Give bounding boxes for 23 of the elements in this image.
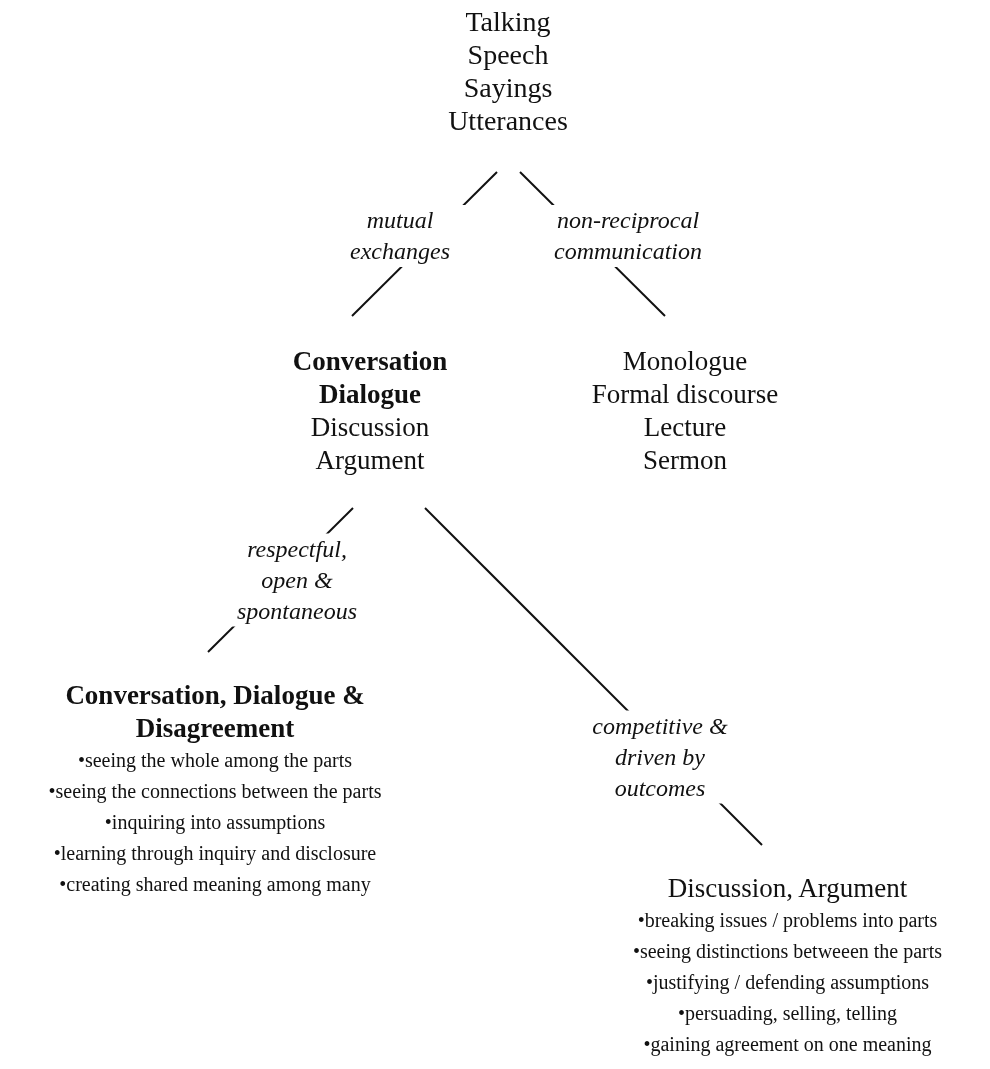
bullet-point: •seeing the whole among the parts [77, 748, 353, 774]
node-term: Talking [465, 5, 551, 38]
node-term: Speech [467, 38, 549, 71]
bullet-point: •learning through inquiry and disclosure [53, 841, 377, 867]
node-term: Discussion [310, 411, 430, 444]
bullet-point: •seeing distinctions betweeen the parts [632, 939, 943, 965]
bullet-point: •creating shared meaning among many [59, 872, 371, 898]
bullet-point: •inquiring into assumptions [104, 810, 326, 836]
bullet-point: •seeing the connections between the parts [48, 779, 382, 805]
node-term: Lecture [643, 411, 727, 444]
bullet-point: •justifying / defending assumptions [645, 970, 930, 996]
node-term: Formal discourse [591, 378, 779, 411]
node-heading: Conversation, Dialogue & Disagreement [64, 679, 366, 745]
bullet-point: •persuading, selling, telling [677, 1001, 898, 1027]
node-term: Sayings [463, 71, 553, 104]
node-term: Argument [315, 444, 425, 477]
node-term: Sermon [643, 444, 727, 477]
node-term: Monologue [622, 345, 748, 378]
bullet-point: •breaking issues / problems into parts [637, 908, 938, 934]
bullet-point: •gaining agreement on one meaning [643, 1032, 932, 1058]
node-heading: Discussion, Argument [667, 872, 908, 905]
node-heading: Conversation Dialogue [291, 345, 449, 411]
node-term: Utterances [448, 104, 568, 137]
